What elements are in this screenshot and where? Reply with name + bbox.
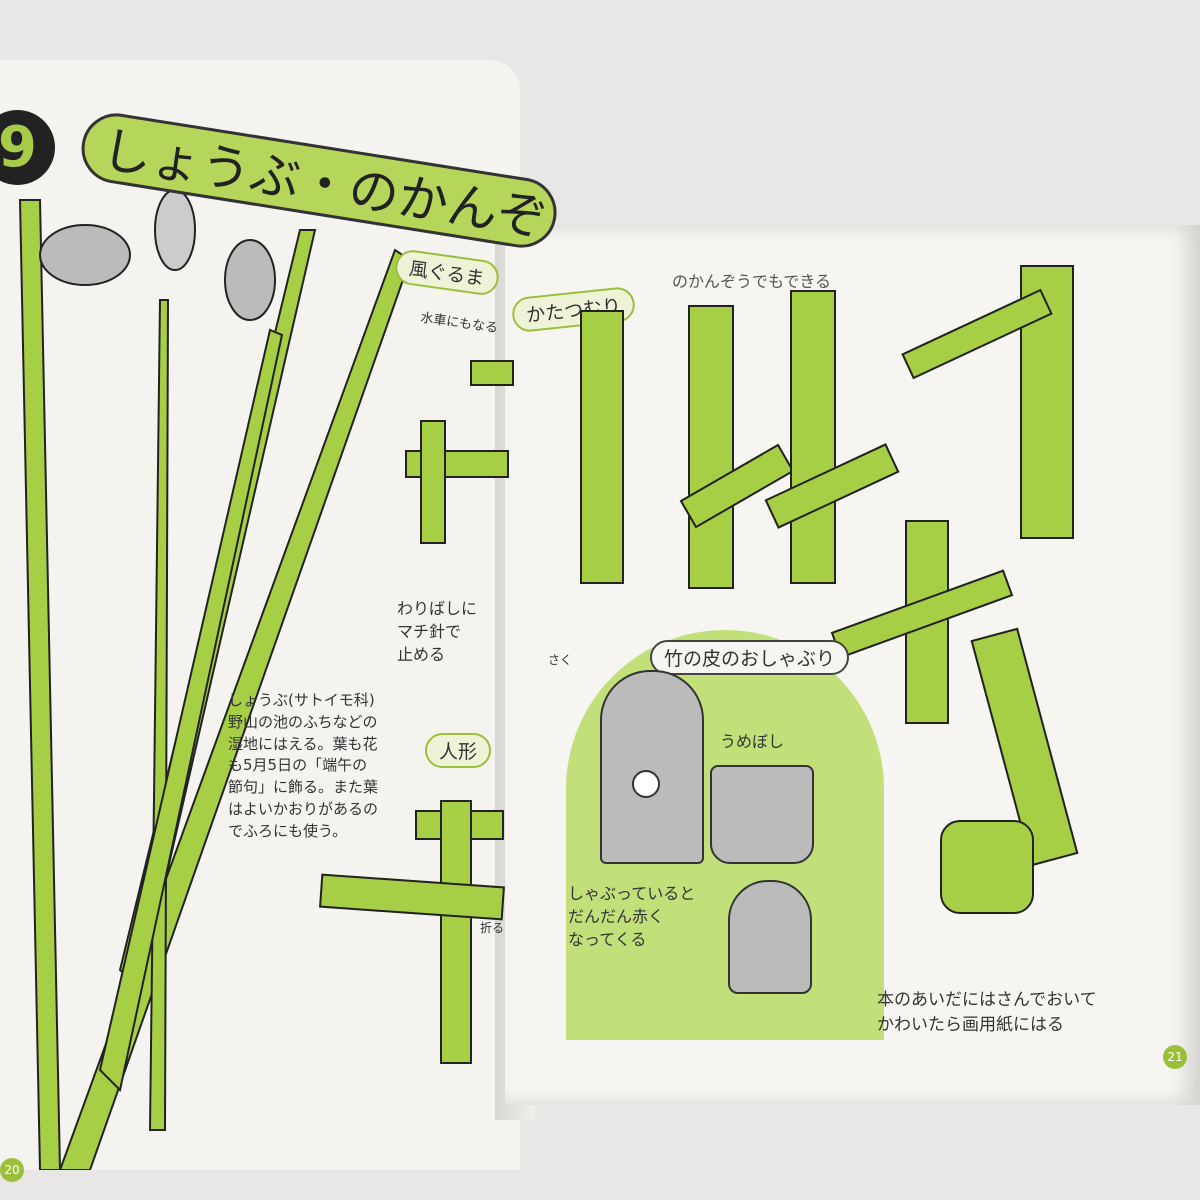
page-number-left: 20: [0, 1158, 24, 1182]
iris-petal: [224, 239, 276, 321]
iris-leaf: [98, 328, 284, 1093]
note-pressing: 本のあいだにはさんでおいて かわいたら画用紙にはる: [877, 988, 1097, 1037]
snail-coil: [940, 820, 1034, 914]
doll-strip: [440, 800, 472, 1064]
text-line: 本のあいだにはさんでおいて: [877, 990, 1097, 1010]
text-line: マチ針で: [397, 622, 462, 642]
iris-leaf: [18, 199, 62, 1170]
pinwheel-strip: [470, 360, 514, 386]
text-line: 野山の池のふちなどの: [228, 712, 378, 731]
note-oru: 折る: [480, 921, 505, 935]
page-number-right: 21: [1163, 1045, 1187, 1069]
label-ningyo: 人形: [425, 733, 492, 768]
text-line: なってくる: [568, 930, 647, 950]
text-line: 節句」に飾る。また葉: [228, 778, 379, 796]
text-line: しゃぶっていると: [568, 884, 696, 903]
iris-bud: [154, 189, 196, 271]
text-line: わりばしに: [397, 599, 478, 618]
bamboo-sheath: [600, 670, 704, 864]
text-line: かわいたら画用紙にはる: [877, 1014, 1064, 1035]
snail-step-1: [580, 310, 624, 584]
hand-with-sheath: [728, 880, 812, 994]
snail-step-3: [790, 290, 836, 584]
text-line: だんだん赤く: [568, 907, 665, 927]
text-line: はよいかおりがあるの: [228, 799, 379, 818]
text-line: 湿地にはえる。葉も花: [228, 734, 378, 753]
note-kanzou: のかんぞうでもできる: [672, 272, 832, 291]
iris-illustration: [18, 189, 412, 1170]
note-saku: さく: [548, 653, 573, 667]
note-umeboshi: うめぼし: [720, 732, 785, 751]
text-line: 止める: [397, 645, 446, 665]
text-line: しょうぶ(サトイモ科): [228, 691, 375, 709]
label-oshaburi: 竹の皮のおしゃぶり: [650, 640, 850, 675]
folded-sheath: [710, 765, 814, 864]
iris-description: しょうぶ(サトイモ科) 野山の池のふちなどの 湿地にはえる。葉も花 も5月5日の…: [228, 690, 378, 842]
snail-step-2: [688, 305, 734, 589]
text-line: でふろにも使う。: [228, 821, 348, 840]
iris-stem: [148, 299, 170, 1131]
iris-petal: [39, 224, 131, 286]
note-shaburu: しゃぶっていると だんだん赤く なってくる: [568, 882, 695, 952]
note-waribashi: わりばしに マチ針で 止める: [397, 597, 477, 667]
text-line: も5月5日の「端午の: [228, 756, 368, 775]
pinwheel-strip: [420, 420, 446, 544]
umeboshi-icon: [632, 770, 660, 798]
